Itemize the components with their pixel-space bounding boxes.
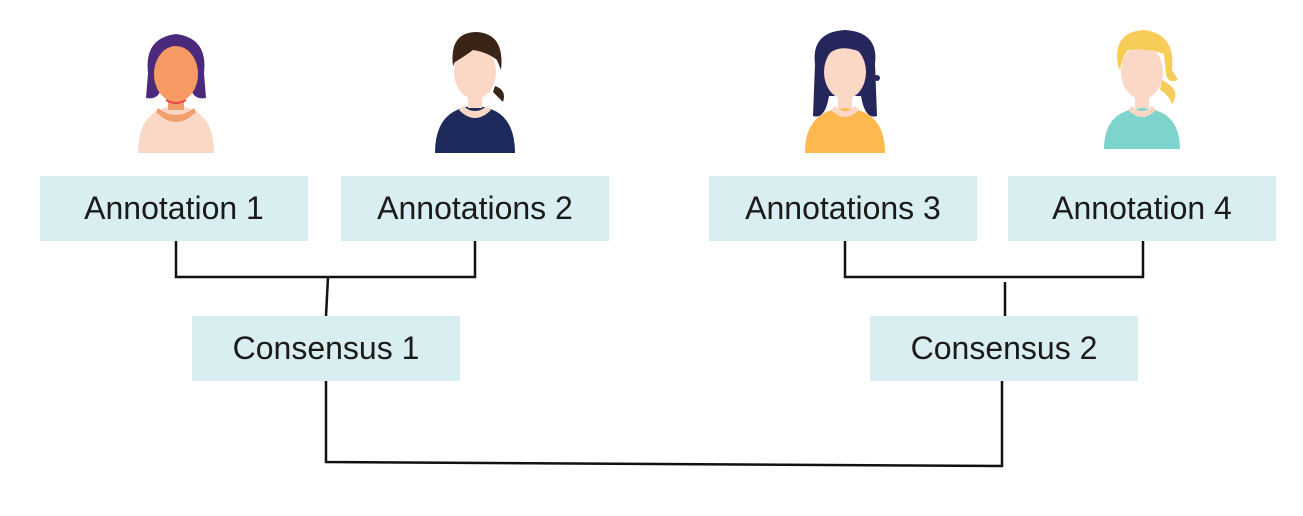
woman-blonde-hair-avatar-icon <box>1092 24 1192 154</box>
annotation-2-label: Annotations 2 <box>377 190 573 226</box>
woman-navy-hair-avatar-icon <box>795 26 895 156</box>
connector-annotation-3-4 <box>843 241 1145 279</box>
annotation-4-box: Annotation 4 <box>1008 176 1276 241</box>
consensus-2-label: Consensus 2 <box>910 330 1098 366</box>
woman-brown-hair-avatar-icon <box>425 26 525 156</box>
connector-annotation-1-2 <box>174 241 477 279</box>
annotation-4-label: Annotation 4 <box>1052 190 1232 226</box>
woman-purple-hair-avatar-icon <box>126 28 226 158</box>
connector-pair1-to-consensus1 <box>324 276 330 317</box>
consensus-1-box: Consensus 1 <box>192 316 460 381</box>
annotation-2-box: Annotations 2 <box>341 176 609 241</box>
annotation-1-box: Annotation 1 <box>40 176 308 241</box>
consensus-1-label: Consensus 1 <box>232 330 420 366</box>
annotation-3-box: Annotations 3 <box>709 176 977 241</box>
annotation-1-label: Annotation 1 <box>84 190 264 226</box>
consensus-2-box: Consensus 2 <box>870 316 1138 381</box>
annotation-3-label: Annotations 3 <box>745 190 941 226</box>
connector-consensus-final <box>324 381 1004 468</box>
